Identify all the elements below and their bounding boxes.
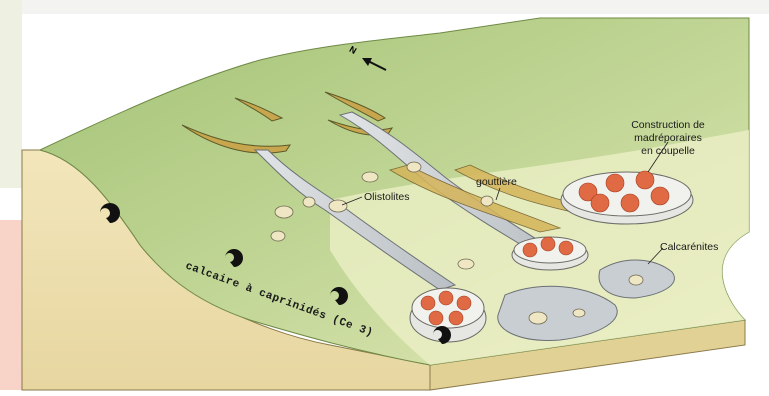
label-construction-line1: Construction de [631, 119, 705, 131]
label-construction-line2: madréporaires [634, 132, 702, 144]
coral-dish-large [561, 171, 693, 224]
label-construction-line3: en coupelle [641, 145, 695, 157]
label-gouttiere: gouttière [476, 176, 517, 188]
coral-dish-middle [512, 237, 588, 270]
label-calcarenites: Calcarénites [660, 241, 718, 253]
label-olistolites: Olistolites [364, 191, 410, 203]
